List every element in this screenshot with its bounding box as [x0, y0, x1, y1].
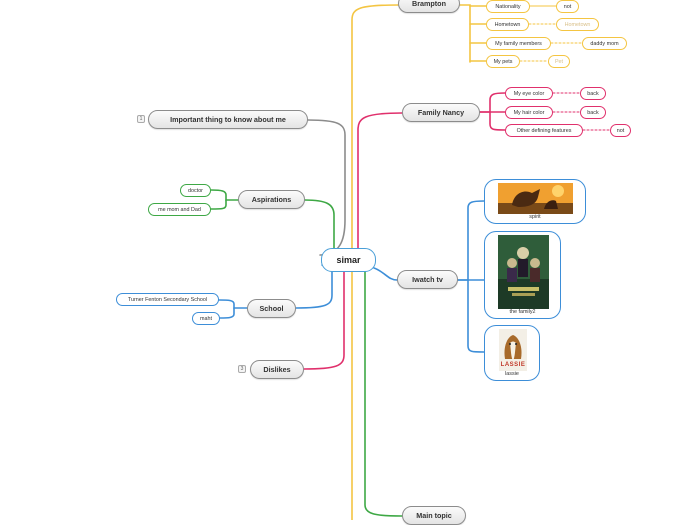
- spirit-image: [498, 183, 573, 214]
- family-eye-color[interactable]: My eye color: [505, 87, 553, 100]
- topic-aspirations[interactable]: Aspirations: [238, 190, 305, 209]
- topic-brampton[interactable]: Brampton: [398, 0, 460, 13]
- aspirations-doctor[interactable]: doctor: [180, 184, 211, 197]
- lassie-caption: lassie: [505, 371, 519, 377]
- brampton-nationality[interactable]: Nationality: [486, 0, 530, 13]
- topic-dislikes[interactable]: Dislikes: [250, 360, 304, 379]
- topic-iwatch-tv[interactable]: Iwatch tv: [397, 270, 458, 289]
- lassie-poster: LASSIE: [499, 329, 527, 371]
- iwatch-item-spirit[interactable]: spirit: [484, 179, 586, 224]
- topic-school[interactable]: School: [247, 299, 296, 318]
- topic-family-nancy[interactable]: Family Nancy: [402, 103, 480, 122]
- family-other-features-value[interactable]: not: [610, 124, 631, 137]
- family-hair-color[interactable]: My hair color: [505, 106, 553, 119]
- brampton-family-members[interactable]: My family members: [486, 37, 551, 50]
- iwatch-item-family2[interactable]: the family2: [484, 231, 561, 319]
- brampton-family-members-value[interactable]: daddy mom: [582, 37, 627, 50]
- aspirations-mom-dad[interactable]: me mom and Dad: [148, 203, 211, 216]
- family-hair-color-value[interactable]: back: [580, 106, 606, 119]
- brampton-pets[interactable]: My pets: [486, 55, 520, 68]
- brampton-hometown-value[interactable]: Hometown: [556, 18, 599, 31]
- family-other-features[interactable]: Other defining features: [505, 124, 583, 137]
- family2-caption: the family2: [509, 309, 535, 315]
- dislikes-collapse-badge[interactable]: 3: [238, 365, 246, 373]
- topic-main-topic[interactable]: Main topic: [402, 506, 466, 525]
- important-collapse-badge[interactable]: 1: [137, 115, 145, 123]
- brampton-hometown[interactable]: Hometown: [486, 18, 529, 31]
- school-maht[interactable]: maht: [192, 312, 220, 325]
- iwatch-item-lassie[interactable]: LASSIE lassie: [484, 325, 540, 381]
- topic-important[interactable]: Important thing to know about me: [148, 110, 308, 129]
- family-eye-color-value[interactable]: back: [580, 87, 606, 100]
- central-topic[interactable]: simar: [321, 248, 376, 272]
- brampton-pets-value[interactable]: Pet: [548, 55, 570, 68]
- brampton-nationality-value[interactable]: not: [556, 0, 579, 13]
- school-turner-fenton[interactable]: Turner Fenton Secondary School: [116, 293, 219, 306]
- lassie-poster-title: LASSIE: [499, 362, 527, 368]
- family2-poster: [498, 235, 549, 309]
- spirit-caption: spirit: [529, 214, 540, 220]
